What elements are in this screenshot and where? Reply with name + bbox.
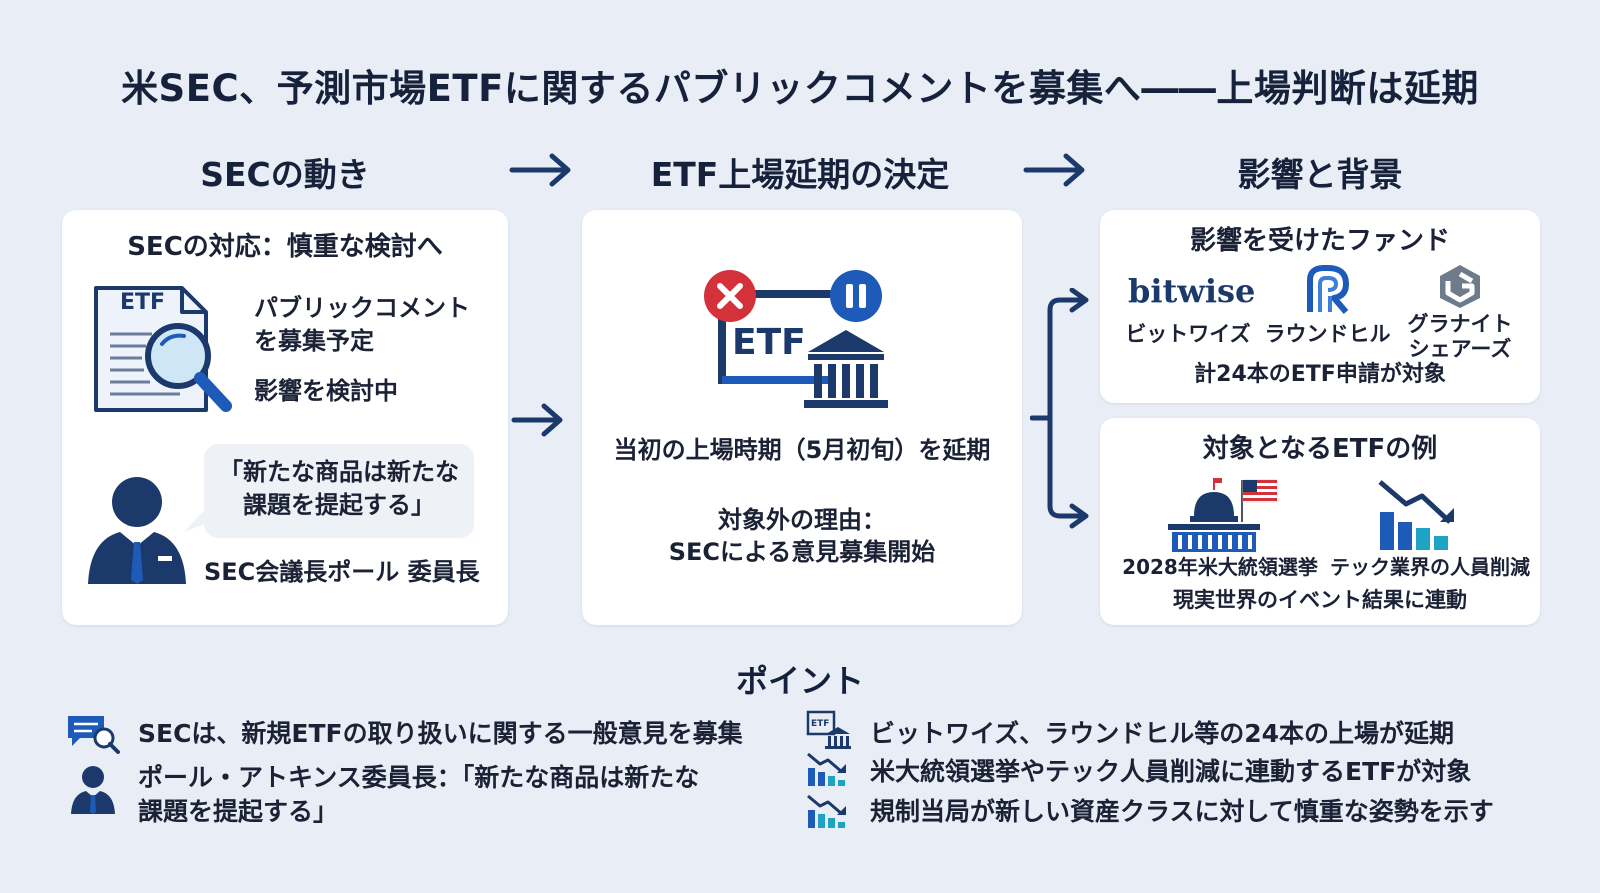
- etf-paused-icon: [704, 270, 888, 408]
- quote-line-1: 「新たな商品は新たな: [219, 458, 459, 486]
- delay-reason-text: SECによる意見募集開始: [668, 538, 936, 566]
- search-chat-icon: [68, 716, 120, 754]
- point-right-2: 米大統領選挙やテック人員削減に連動するETFが対象: [870, 757, 1472, 786]
- point-left-2-line1: ポール・アトキンス委員長：「新たな商品は新たな: [138, 763, 700, 792]
- etf-bank-icon: ETF: [806, 710, 851, 749]
- person-icon: [88, 477, 186, 584]
- branch-arrows: [1030, 288, 1089, 529]
- funds-count: 計24本のETF申請が対象: [1194, 362, 1446, 387]
- example-election: 2028年米大統領選挙: [1122, 555, 1318, 579]
- document-search-icon: [94, 286, 232, 412]
- fund-granite-line1: グラナイト: [1407, 312, 1513, 336]
- person-icon: [71, 766, 115, 814]
- bitwise-logo: bitwise: [1128, 272, 1256, 310]
- fund-bitwise: ビットワイズ: [1125, 322, 1251, 346]
- funds-heading: 影響を受けたファンド: [1189, 226, 1450, 256]
- granite-logo-icon: [1440, 265, 1480, 308]
- point-right-3: 規制当局が新しい資産クラスに対して慎重な姿勢を示す: [870, 797, 1494, 826]
- point-right-1: ビットワイズ、ラウンドヒル等の24本の上場が延期: [870, 719, 1455, 748]
- examples-footer: 現実世界のイベント結果に連動: [1173, 588, 1467, 612]
- column-header-sec: SECの動き: [200, 155, 370, 194]
- sec-person-name: SEC会議長ポール 委員長: [204, 558, 480, 586]
- listing-delay-card: ETF 当初の上場時期（5月初旬）を延期 対象外の理由： SECによる意見募集開…: [582, 210, 1022, 625]
- delay-etf-label: ETF: [732, 322, 806, 363]
- svg-text:ETF: ETF: [811, 719, 829, 729]
- roundhill-logo-icon: [1307, 265, 1349, 314]
- points-title: ポイント: [735, 662, 864, 700]
- delay-reason-label: 対象外の理由：: [718, 506, 886, 534]
- fund-granite-line2: シェアーズ: [1408, 337, 1512, 361]
- doc-etf-label: ETF: [120, 290, 166, 315]
- page-title: 米SEC、予測市場ETFに関するパブリックコメントを募集へ――上場判断は延期: [121, 67, 1479, 110]
- sec-line-comment: パブリックコメント: [254, 294, 470, 322]
- chart-down-icon: [1378, 480, 1454, 550]
- column-header-delay: ETF上場延期の決定: [650, 155, 950, 194]
- chart-down-icon: [807, 794, 846, 828]
- sec-line-review: 影響を検討中: [254, 377, 398, 405]
- sec-line-plan: を募集予定: [254, 327, 374, 355]
- sec-card-heading: SECの対応：慎重な検討へ: [127, 232, 443, 262]
- quote-bubble: 「新たな商品は新たな 課題を提起する」: [204, 444, 474, 538]
- quote-line-2: 課題を提起する」: [243, 491, 435, 519]
- point-left-2-line2: 課題を提起する」: [138, 797, 339, 826]
- arrow-right-icon: [1023, 153, 1085, 187]
- delay-initial-timing: 当初の上場時期（5月初旬）を延期: [613, 436, 991, 464]
- arrow-right-icon: [511, 403, 563, 437]
- etf-examples-card: 対象となるETFの例 2028年米大統領選挙 テック業界の人員削減 現実: [1100, 418, 1540, 625]
- arrow-right-icon: [509, 153, 571, 187]
- example-tech-layoffs: テック業界の人員削減: [1330, 555, 1530, 579]
- examples-heading: 対象となるETFの例: [1202, 434, 1438, 464]
- chart-down-icon: [807, 752, 846, 786]
- fund-roundhill: ラウンドヒル: [1264, 322, 1391, 346]
- capitol-flag-icon: [1168, 478, 1278, 552]
- affected-funds-card: 影響を受けたファンド bitwise ビットワイズ ラウンドヒル グラナイト シ…: [1100, 210, 1540, 403]
- sec-response-card: SECの対応：慎重な検討へ ETF パブリックコメント を募集予定 影響を検討中…: [62, 210, 508, 625]
- point-left-1: SECは、新規ETFの取り扱いに関する一般意見を募集: [138, 719, 743, 748]
- column-header-impact: 影響と背景: [1237, 155, 1403, 194]
- bubble-tail: [184, 508, 210, 532]
